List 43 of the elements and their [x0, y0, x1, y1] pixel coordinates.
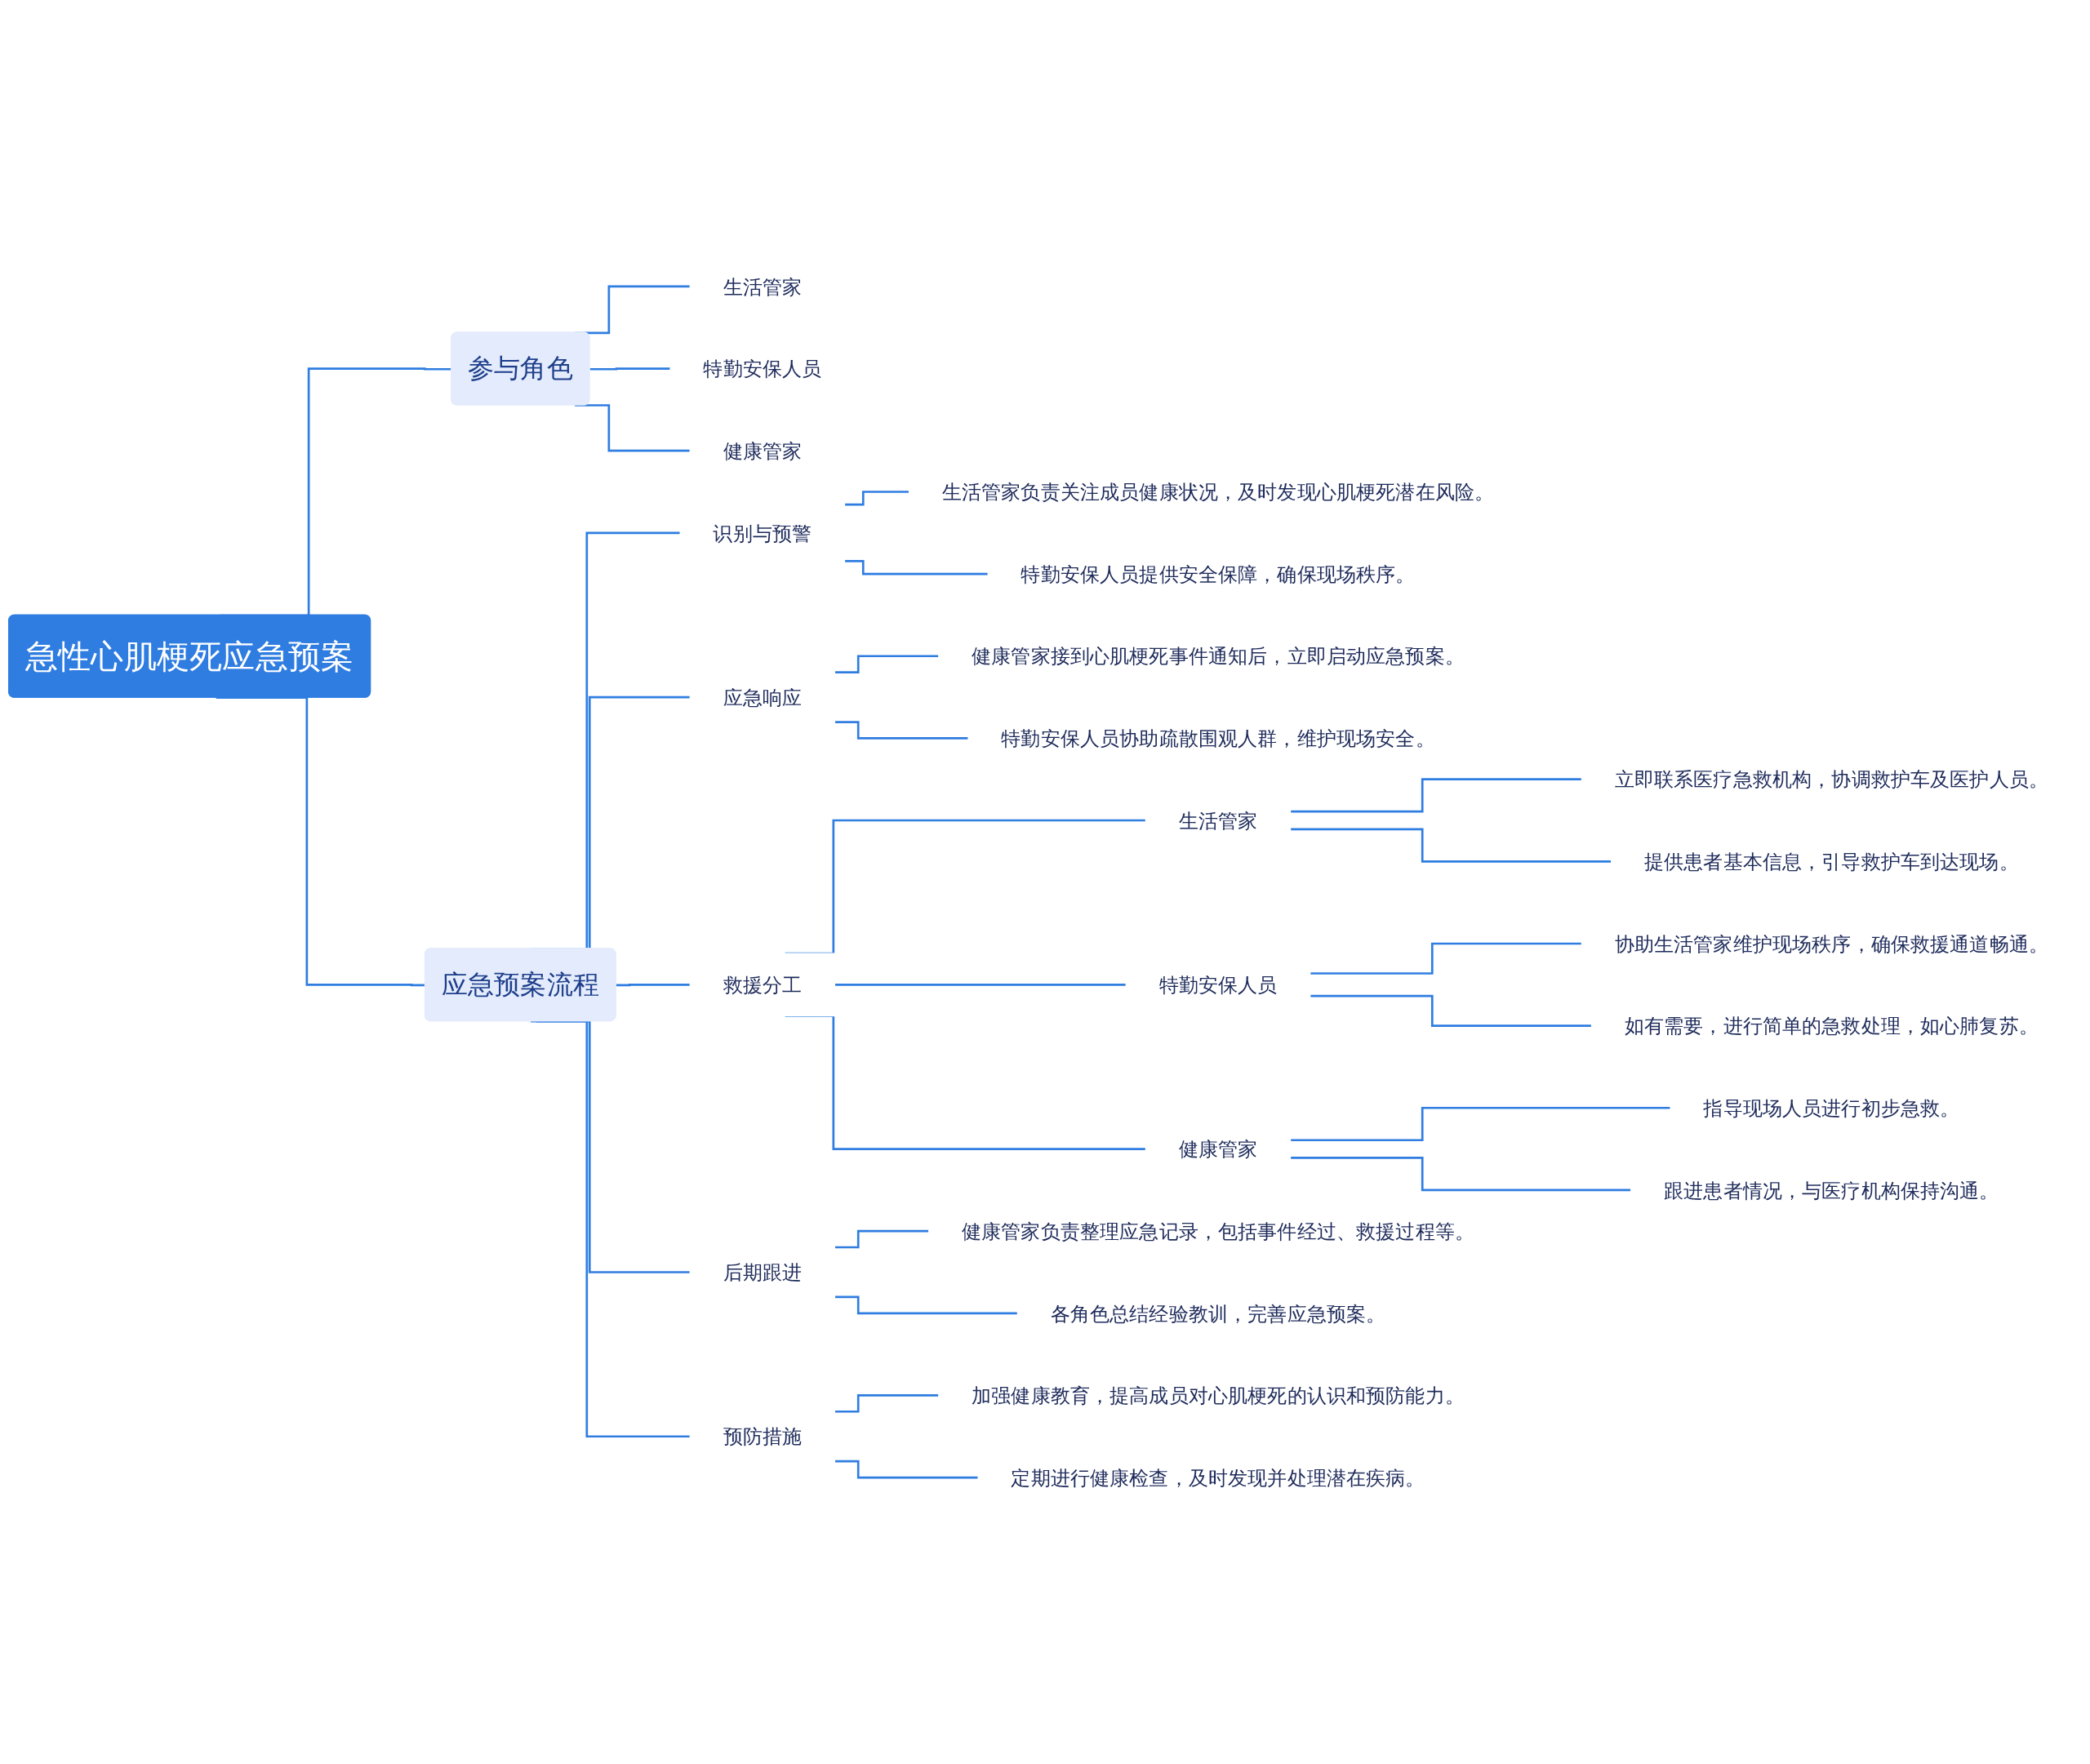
connector — [589, 367, 671, 371]
node-text: 特勤安保人员 — [703, 357, 822, 380]
connector — [844, 560, 989, 575]
node-text: 加强健康教育，提高成员对心肌梗死的认识和预防能力。 — [972, 1384, 1465, 1407]
connector — [834, 1229, 929, 1249]
connector — [834, 1295, 1018, 1315]
node-text: 指导现场人员进行初步急救。 — [1703, 1096, 1960, 1120]
node-text: 生活管家 — [723, 274, 803, 299]
connector — [834, 983, 1127, 986]
connector — [1310, 994, 1592, 1027]
node-text: 各角色总结经验教训，完善应急预案。 — [1050, 1301, 1386, 1325]
connector — [834, 721, 969, 740]
node-text: 定期进行健康检查，及时发现并处理潜在疾病。 — [1011, 1465, 1425, 1490]
node-text: 提供患者基本信息，引导救护车到达现场。 — [1643, 850, 2019, 873]
connector — [1290, 828, 1612, 863]
node-text: 应急响应 — [723, 686, 803, 709]
connector — [1290, 1106, 1671, 1142]
node-text: 健康管家接到心肌梗死事件通知后，立即启动应急预案。 — [972, 644, 1465, 668]
node-text: 后期跟进 — [723, 1260, 803, 1284]
node-text: 识别与预警 — [713, 521, 812, 544]
node-text: 特勤安保人员提供安全保障，确保现场秩序。 — [1021, 562, 1416, 586]
connector — [1310, 942, 1582, 975]
node-text: 特勤安保人员 — [1158, 973, 1278, 997]
connector — [1290, 778, 1582, 813]
node-text: 立即联系医疗急救机构，协调救护车及医护人员。 — [1614, 767, 2049, 791]
connector — [834, 655, 939, 673]
node-text: 特勤安保人员协助疏散围观人群，维护现场安全。 — [1001, 726, 1435, 750]
connector — [834, 1394, 939, 1413]
connector — [616, 983, 691, 987]
node-text: 生活管家负责关注成员健康状况，及时发现心肌梗死潜在风险。 — [941, 480, 1495, 504]
connector — [844, 491, 909, 506]
connector — [834, 1460, 979, 1479]
node-text: 健康管家 — [1178, 1137, 1258, 1161]
node-text: 跟进患者情况，与医疗机构保持沟通。 — [1664, 1178, 1999, 1202]
node-text: 如有需要，进行简单的急救处理，如心肺复苏。 — [1624, 1014, 2039, 1038]
node-text: 生活管家 — [1178, 808, 1258, 833]
node-text: 协助生活管家维护现场秩序，确保救援通道畅通。 — [1614, 931, 2049, 956]
node-text: 预防措施 — [723, 1424, 803, 1448]
node-text: 健康管家 — [723, 439, 803, 463]
connector — [1290, 1157, 1631, 1192]
connector — [575, 404, 691, 452]
connector — [531, 1020, 691, 1438]
node-text: 健康管家负责整理应急记录，包括事件经过、救援过程等。 — [962, 1220, 1474, 1243]
